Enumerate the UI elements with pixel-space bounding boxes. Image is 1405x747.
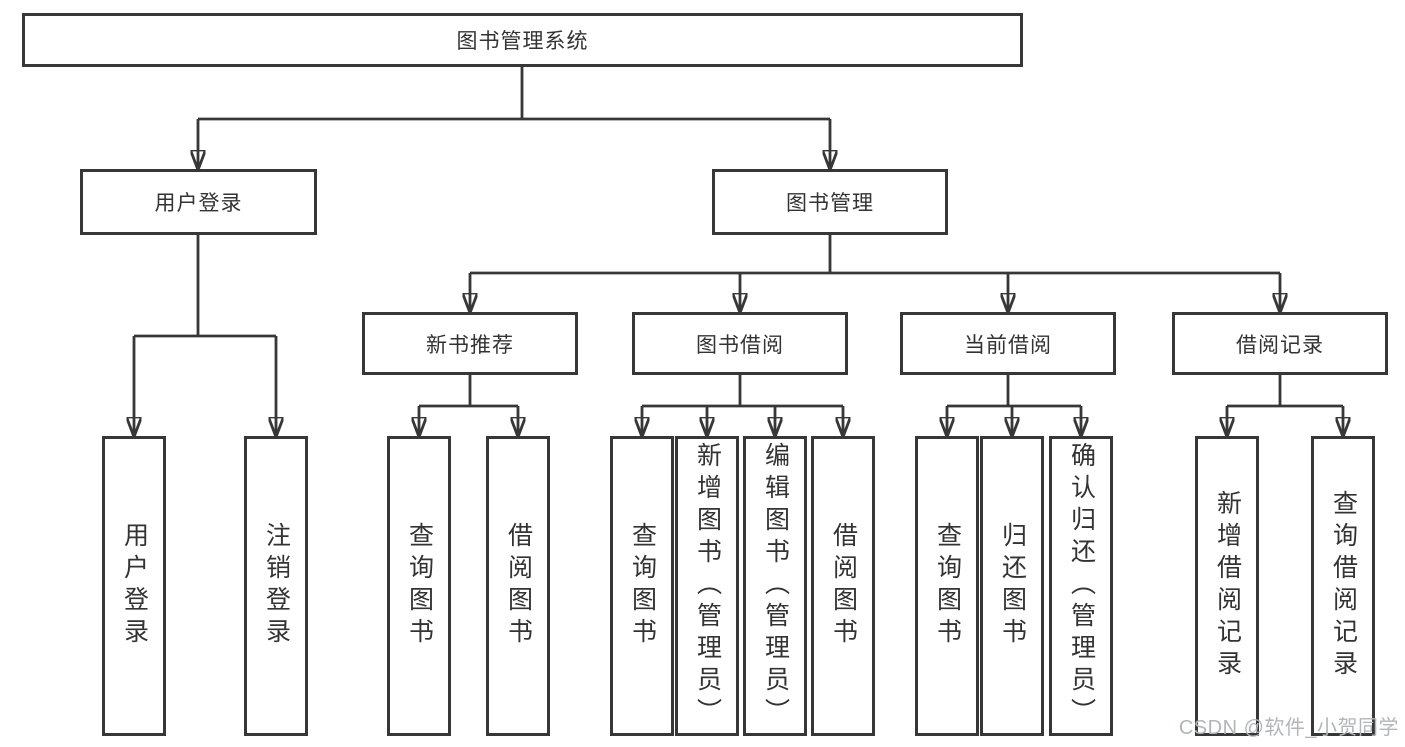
leaf-query-books-current: 查询图书 — [915, 436, 979, 736]
leaf-user-login: 用户登录 — [102, 436, 166, 736]
node-root-system: 图书管理系统 — [22, 13, 1023, 67]
leaf-query-books-borrow: 查询图书 — [610, 436, 674, 736]
leaf-return-books: 归还图书 — [980, 436, 1044, 736]
node-label: 新增图书（管理员） — [693, 442, 722, 730]
node-label: 当前借阅 — [964, 333, 1052, 357]
node-label: 编辑图书（管理员） — [761, 442, 790, 730]
leaf-add-borrow-record: 新增借阅记录 — [1195, 436, 1259, 736]
node-label: 图书管理 — [786, 192, 874, 215]
node-label: 借阅记录 — [1236, 333, 1324, 357]
leaf-borrow-books: 借阅图书 — [811, 436, 875, 736]
node-label: 查询借阅记录 — [1329, 490, 1358, 682]
leaf-borrow-books-recommend: 借阅图书 — [486, 436, 550, 736]
node-label: 新增借阅记录 — [1213, 490, 1242, 682]
leaf-confirm-return-admin: 确认归还（管理员） — [1049, 436, 1113, 736]
node-label: 借阅图书 — [504, 522, 533, 650]
node-label: 查询图书 — [628, 522, 657, 650]
leaf-edit-books-admin: 编辑图书（管理员） — [743, 436, 807, 736]
node-current-borrow: 当前借阅 — [900, 312, 1116, 375]
node-borrow-record: 借阅记录 — [1172, 312, 1388, 375]
node-label: 用户登录 — [120, 522, 149, 650]
node-new-book-recommend: 新书推荐 — [362, 312, 578, 375]
node-label: 注销登录 — [262, 522, 291, 650]
node-label: 查询图书 — [933, 522, 962, 650]
node-label: 图书管理系统 — [456, 30, 589, 53]
leaf-query-borrow-record: 查询借阅记录 — [1311, 436, 1375, 736]
node-book-borrow: 图书借阅 — [632, 312, 848, 375]
leaf-query-books-recommend: 查询图书 — [387, 436, 451, 736]
csdn-watermark: CSDN @软件_小贺同学 — [1178, 717, 1399, 739]
node-book-management-branch: 图书管理 — [712, 169, 948, 235]
node-label: 查询图书 — [405, 522, 434, 650]
node-label: 用户登录 — [154, 192, 243, 215]
leaf-add-books-admin: 新增图书（管理员） — [675, 436, 739, 736]
leaf-logout: 注销登录 — [244, 436, 308, 736]
node-label: 确认归还（管理员） — [1067, 442, 1096, 730]
node-label: 借阅图书 — [829, 522, 858, 650]
node-label: 新书推荐 — [426, 333, 514, 357]
node-user-login-branch: 用户登录 — [80, 169, 317, 235]
node-label: 归还图书 — [998, 522, 1027, 650]
node-label: 图书借阅 — [696, 333, 784, 357]
